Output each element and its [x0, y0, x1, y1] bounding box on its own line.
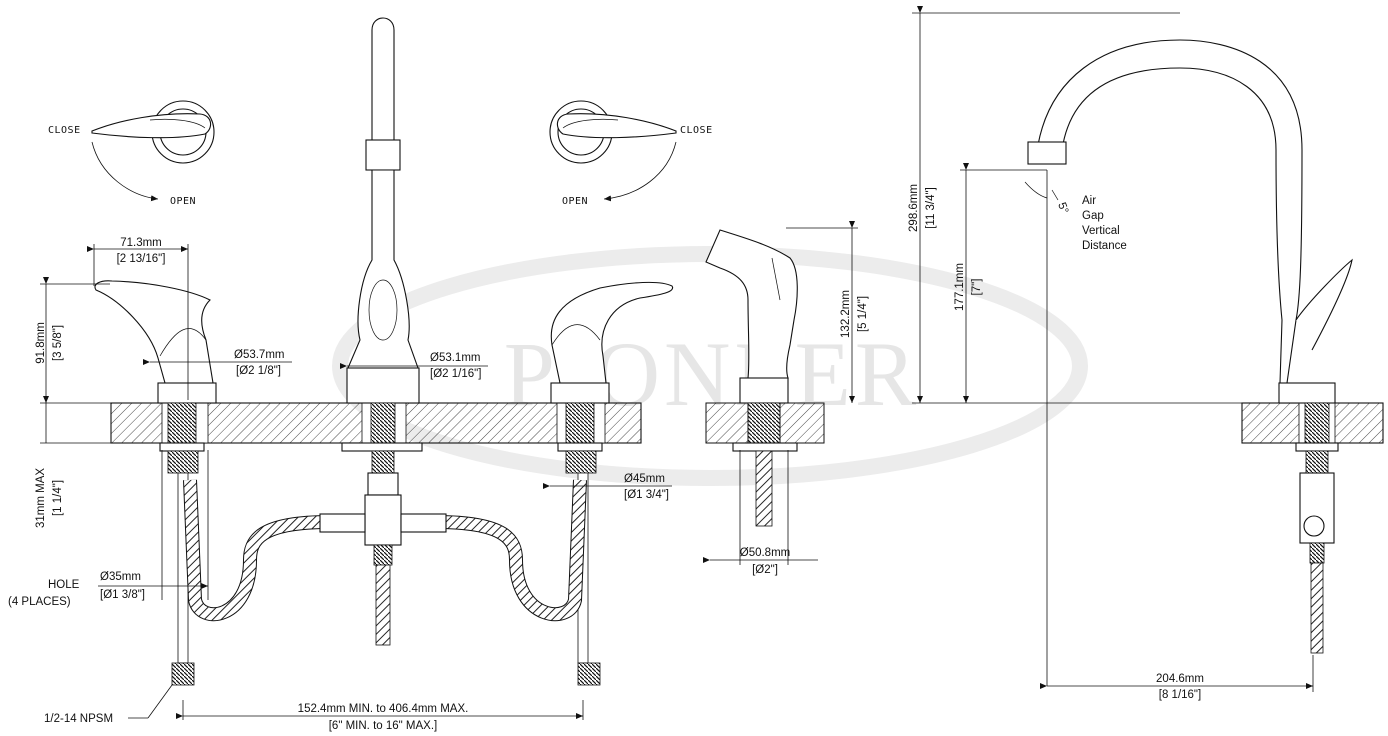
reach-metric: 204.6mm — [1156, 673, 1204, 685]
shank-metric: Ø45mm — [624, 473, 665, 485]
sprayer-height-metric: 132.2mm — [840, 290, 852, 338]
outlet-height-imperial: [7"] — [971, 279, 983, 296]
handle-base-metric: Ø53.7mm — [234, 349, 285, 361]
left-handle-rotation: CLOSE OPEN — [48, 100, 215, 207]
max-deck-imperial: [1 1/4"] — [52, 480, 64, 516]
right-open-label: OPEN — [562, 196, 588, 207]
sprayer — [705, 229, 825, 527]
handle-width-imperial: [2 13/16"] — [117, 253, 166, 265]
dimension-lines — [40, 6, 1314, 720]
hole-imperial: [Ø1 3/8"] — [100, 589, 145, 601]
handle-base-imperial: [Ø2 1/8"] — [236, 365, 281, 377]
sprayer-base-metric: Ø50.8mm — [740, 547, 791, 559]
left-open-label: OPEN — [170, 196, 196, 207]
air-gap-line-4: Distance — [1082, 240, 1127, 252]
total-height-imperial: [11 3/4"] — [925, 187, 937, 229]
side-view-faucet — [1024, 39, 1384, 686]
angle-label: 5° — [1055, 201, 1070, 215]
right-close-label: CLOSE — [680, 125, 713, 136]
max-deck-metric: 31mm MAX — [35, 468, 47, 528]
spread-metric: 152.4mm MIN. to 406.4mm MAX. — [298, 703, 469, 715]
handle-height-imperial: [3 5/8"] — [52, 325, 64, 361]
sprayer-height-imperial: [5 1/4"] — [857, 296, 869, 332]
handle-width-metric: 71.3mm — [120, 237, 162, 249]
right-handle-rotation: CLOSE OPEN — [549, 100, 713, 207]
left-handle-front — [94, 280, 217, 686]
reach-imperial: [8 1/16"] — [1159, 689, 1201, 701]
total-height-metric: 298.6mm — [908, 184, 920, 232]
air-gap-line-1: Air — [1082, 195, 1096, 207]
supply-hoses — [183, 479, 587, 622]
spread-imperial: [6" MIN. to 16" MAX.] — [329, 720, 438, 732]
left-close-label: CLOSE — [48, 125, 81, 136]
hole-count-label: (4 PLACES) — [8, 596, 71, 608]
outlet-height-metric: 177.1mm — [954, 263, 966, 311]
air-gap-line-2: Gap — [1082, 210, 1104, 222]
hole-label: HOLE — [48, 579, 80, 591]
dimension-labels: 71.3mm [2 13/16"] 91.8mm [3 5/8"] Ø53.7m… — [8, 184, 1204, 732]
sprayer-base-imperial: [Ø2"] — [752, 564, 778, 576]
spout-base-metric: Ø53.1mm — [430, 352, 481, 364]
spout-front — [341, 17, 423, 646]
shank-imperial: [Ø1 3/4"] — [624, 489, 669, 501]
hole-metric: Ø35mm — [100, 571, 141, 583]
handle-height-metric: 91.8mm — [35, 322, 47, 364]
air-gap-line-3: Vertical — [1082, 225, 1120, 237]
spout-base-imperial: [Ø2 1/16"] — [430, 368, 481, 380]
npsm-label: 1/2-14 NPSM — [44, 713, 113, 725]
